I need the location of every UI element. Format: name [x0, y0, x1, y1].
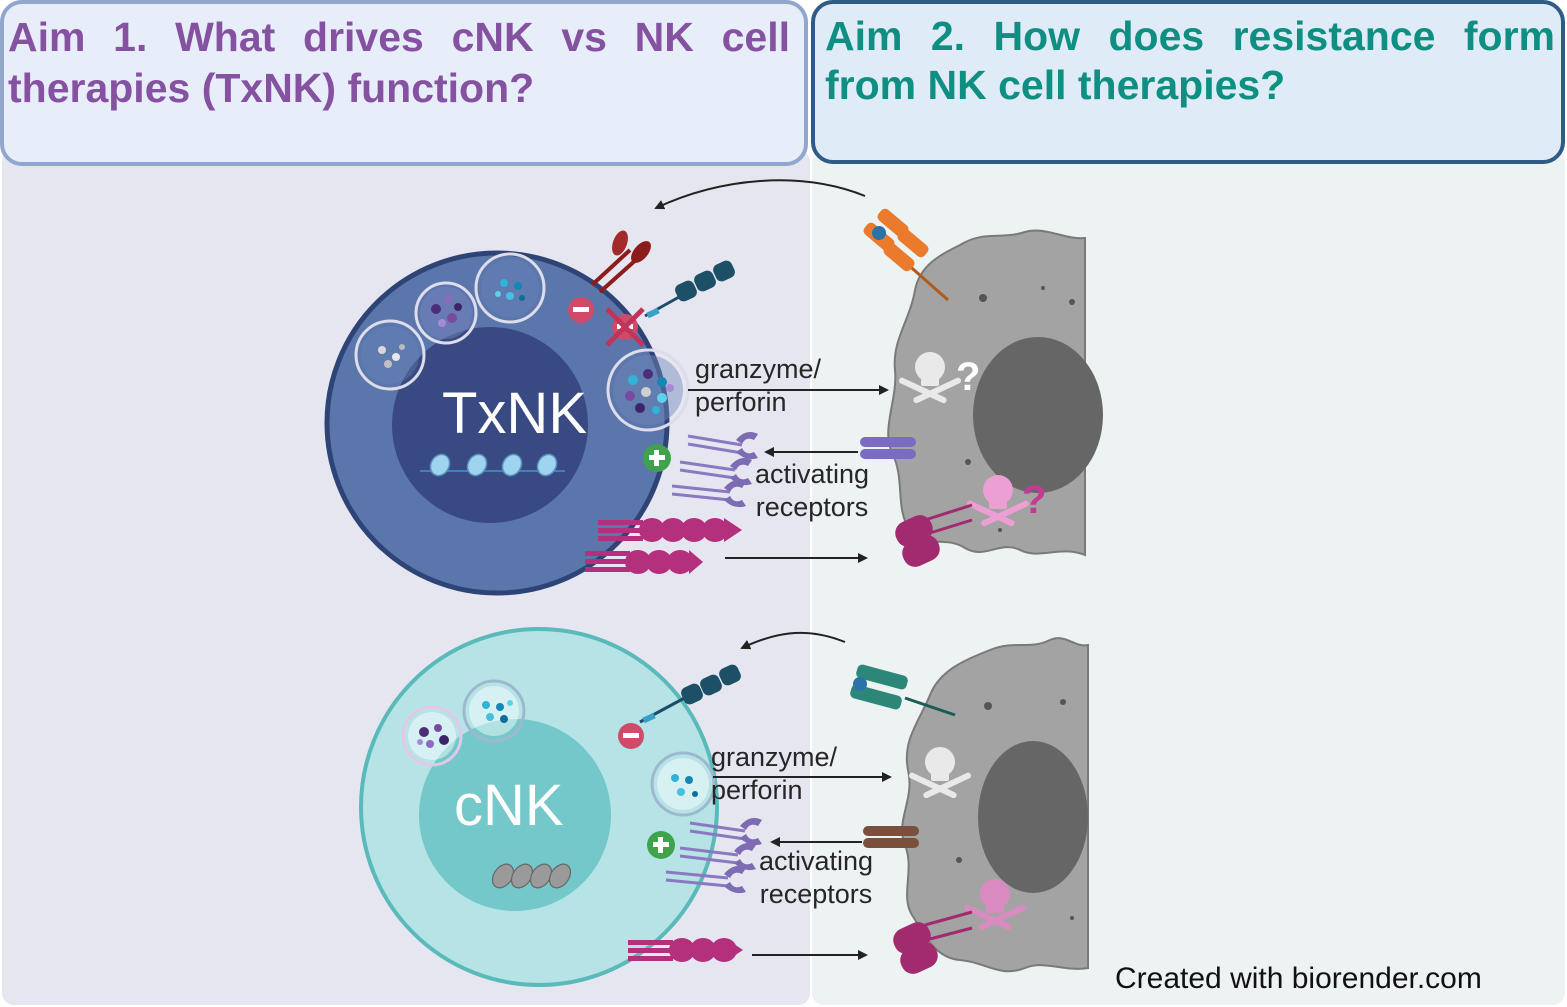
txnk-car-construct-2 [585, 550, 703, 574]
txnk-granule-1 [354, 319, 426, 391]
tumor-nucleus-top [973, 337, 1103, 493]
txnk-chromatin [420, 453, 565, 477]
txnk-label: TxNK [442, 381, 587, 446]
aim2-header-box [811, 0, 1565, 164]
tumor-car-target-bottom [893, 910, 973, 974]
cnk-nucleus [419, 719, 611, 911]
arrows-top [654, 179, 889, 563]
txnk-granule-2 [414, 281, 478, 345]
feedback-arrow-top [654, 179, 866, 210]
cnk-label: cNK [454, 773, 564, 838]
cnk-checkpoint-receptor [639, 664, 741, 724]
cnk-granule-2 [462, 679, 526, 743]
question-mark-granzyme: ? [956, 355, 981, 399]
aim1-title: Aim 1. What drives cNK vs NK cell therap… [8, 14, 790, 111]
aim2-title: Aim 2. How does resistance form from NK … [825, 13, 1555, 108]
txnk-car-construct-1 [598, 518, 742, 542]
txnk-activating-receptors-label: activating receptors [755, 459, 870, 522]
tumor-cell-bottom [901, 637, 1089, 973]
cnk-granzyme-perforin-label: granzyme/ perforin [711, 742, 838, 805]
question-mark-car: ? [1022, 478, 1047, 522]
cnk-minus-sign [618, 723, 644, 749]
txnk-granule-large [606, 348, 690, 432]
arrows-bottom [713, 631, 892, 960]
txnk-plus-sign [643, 444, 671, 472]
tumor-activating-ligand-top [860, 437, 916, 459]
txnk-granzyme-perforin-label: granzyme/ perforin [695, 354, 822, 417]
cnk-cell [359, 627, 719, 987]
txnk-activating-receptors [671, 432, 758, 508]
txnk-checkpoint-receptor [644, 260, 735, 319]
cnk-granule-3 [650, 751, 716, 817]
tumor-car-target-top [895, 503, 973, 567]
txnk-cell [324, 250, 690, 596]
txnk-minus-sign [568, 297, 594, 323]
cnk-car-construct [628, 938, 743, 962]
aim1-header-box [0, 0, 808, 166]
tumor-nucleus-bottom [978, 741, 1088, 893]
cnk-granule-1 [401, 705, 463, 767]
tumor-checkpoint-ligand-top [863, 208, 949, 302]
cnk-activating-receptors-label: activating receptors [759, 846, 874, 909]
cnk-plus-sign [647, 831, 675, 859]
txnk-blocked-minus-sign [605, 307, 645, 347]
tumor-activating-ligand-bottom [863, 826, 919, 848]
feedback-arrow-bottom [740, 631, 846, 650]
tumor-cell-top [887, 229, 1103, 557]
tumor-checkpoint-ligand-bottom [850, 664, 956, 717]
cnk-activating-receptors [665, 818, 762, 894]
txnk-inhibitory-receptor [590, 230, 651, 294]
credit-text: Created with biorender.com [1115, 962, 1482, 995]
cnk-chromatin [491, 863, 572, 889]
txnk-granule-3 [474, 252, 546, 324]
